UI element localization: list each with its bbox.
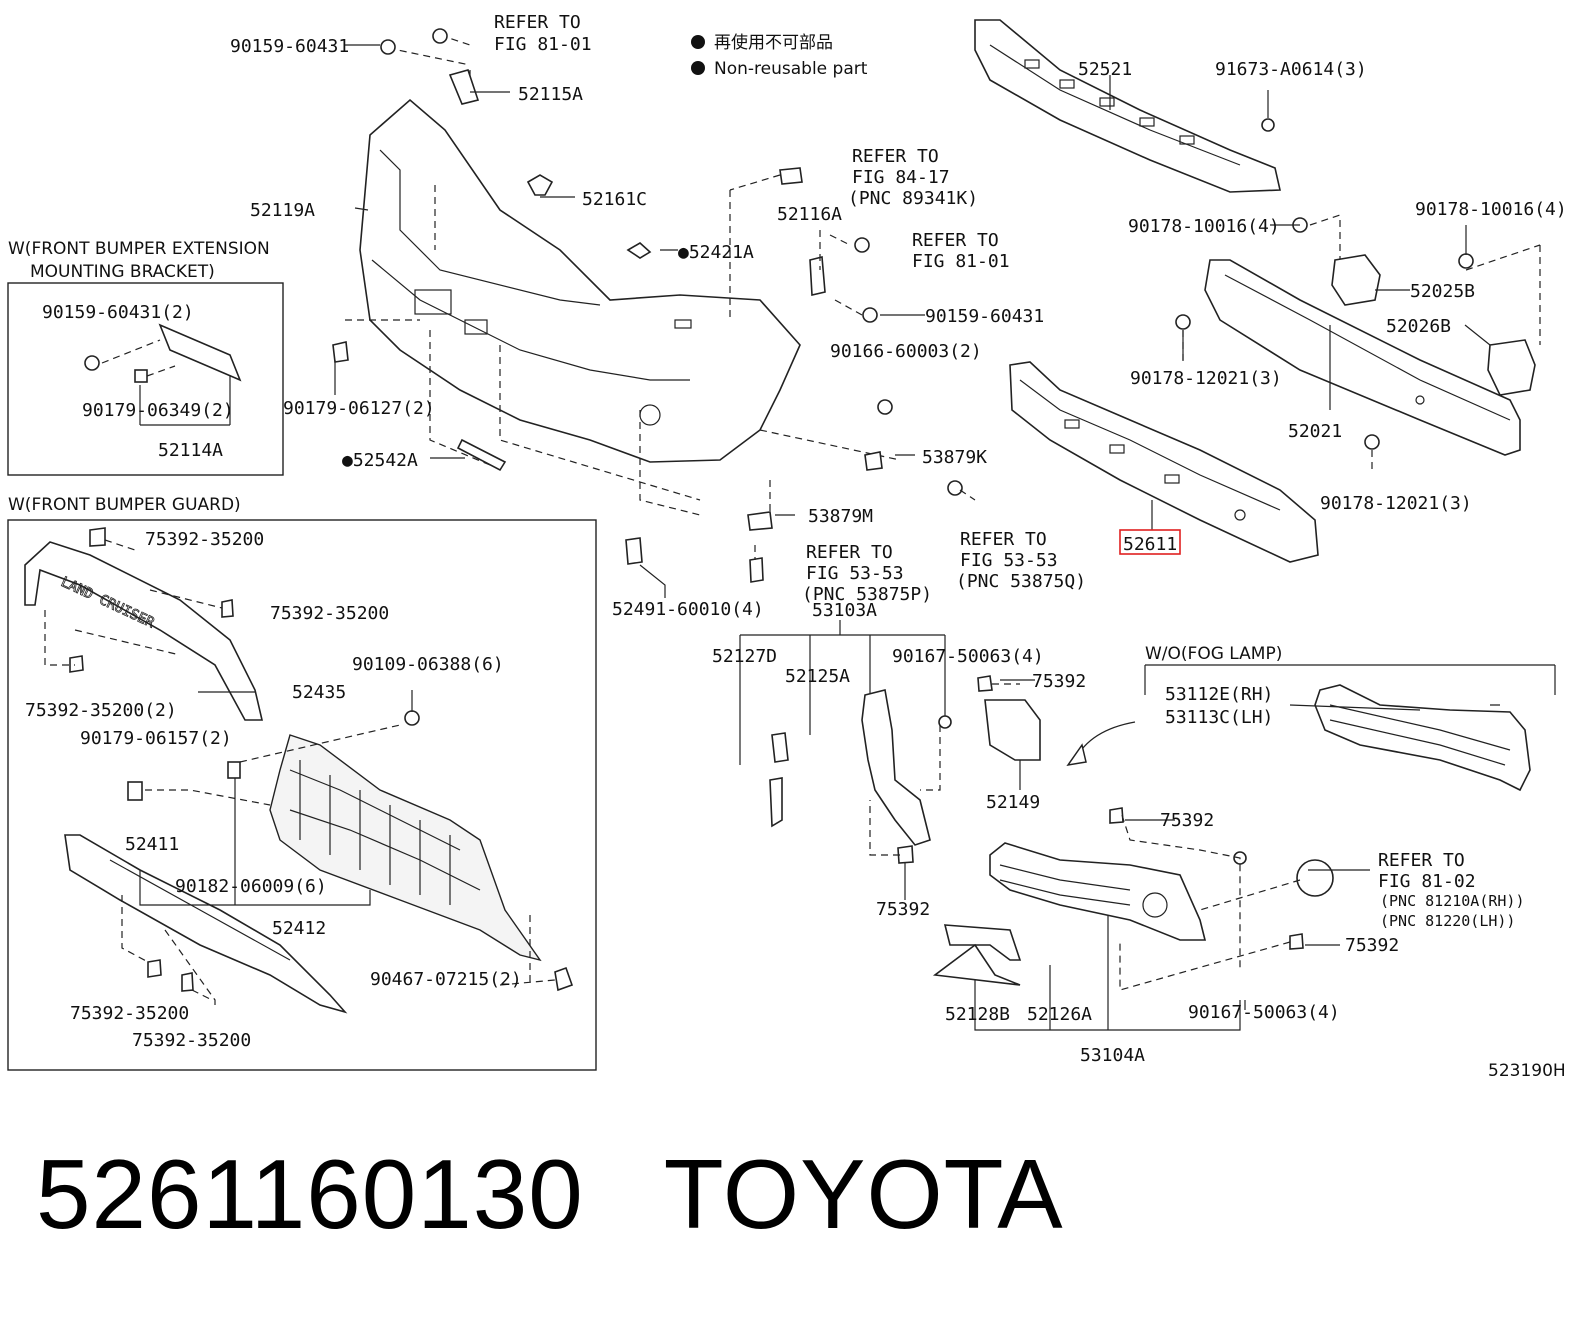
label-52125a: 52125A xyxy=(785,666,850,687)
guard-frame-part xyxy=(269,734,542,962)
label-75392-b: 75392 xyxy=(876,899,930,920)
bumper-guard-box xyxy=(7,519,597,1071)
label-52115a: 52115A xyxy=(518,84,583,105)
energy-absorber-part xyxy=(1009,361,1319,563)
label-90467-07215: 90467-07215(2) xyxy=(370,969,522,990)
label-75392-35200-e: 75392-35200 xyxy=(132,1030,251,1051)
label-52127d: 52127D xyxy=(712,646,777,667)
footer-caption: 5261160130 TOYOTA xyxy=(36,1138,1064,1251)
label-53112e: 53112E(RH) xyxy=(1165,684,1273,705)
label-90167-50063-a: 90167-50063(4) xyxy=(892,646,1044,667)
label-53879m: 53879M xyxy=(808,506,873,527)
label-90166-60003: 90166-60003(2) xyxy=(830,341,982,362)
bracket-part xyxy=(1331,254,1536,396)
label-90159-60431-top: 90159-60431 xyxy=(230,36,349,57)
label-90178-10016-a: 90178-10016(4) xyxy=(1128,216,1280,237)
arrow-head-icon xyxy=(1066,743,1087,767)
bumper-cover-part xyxy=(359,98,801,463)
label-90167-50063-b: 90167-50063(4) xyxy=(1188,1002,1340,1023)
label-53103a: 53103A xyxy=(812,600,877,621)
label-pnc-81210a: (PNC 81210A(RH)) xyxy=(1380,892,1525,910)
label-52025b: 52025B xyxy=(1410,281,1475,302)
label-53104a: 53104A xyxy=(1080,1045,1145,1066)
diagram-code: 523190H xyxy=(1488,1061,1566,1081)
side-cover-part xyxy=(769,732,789,828)
side-grille-part xyxy=(861,689,931,846)
label-75392-a: 75392 xyxy=(1032,671,1086,692)
label-90182-06009: 90182-06009(6) xyxy=(175,876,327,897)
label-wo-fog-lamp: W/O(FOG LAMP) xyxy=(1145,644,1282,664)
label-52542a: ●52542A xyxy=(342,450,418,471)
garnish-part xyxy=(932,924,1022,986)
lower-grille-part xyxy=(1314,684,1531,792)
label-52611: 52611 xyxy=(1123,534,1177,555)
legend-jp: 再使用不可部品 xyxy=(714,32,833,53)
guard-molding-part xyxy=(24,541,264,721)
label-90179-06157: 90179-06157(2) xyxy=(80,728,232,749)
highlight-box-52611 xyxy=(1119,529,1181,555)
label-75392-c: 75392 xyxy=(1160,810,1214,831)
brand-name: TOYOTA xyxy=(663,1139,1064,1249)
reinforcement-bar-part xyxy=(1204,259,1521,456)
label-52421a: ●52421A xyxy=(678,242,754,263)
part-number: 5261160130 xyxy=(36,1139,584,1249)
label-90178-12021-a: 90178-12021(3) xyxy=(1130,368,1282,389)
label-pnc-81220: (PNC 81220(LH)) xyxy=(1380,912,1515,930)
label-52435: 52435 xyxy=(292,682,346,703)
label-52114a: 52114A xyxy=(158,440,223,461)
label-52412: 52412 xyxy=(272,918,326,939)
label-90109-06388: 90109-06388(6) xyxy=(352,654,504,675)
extension-bracket-box xyxy=(7,282,284,476)
label-75392-35200-c: 75392-35200(2) xyxy=(25,700,177,721)
label-52116a: 52116A xyxy=(777,204,842,225)
label-52126a: 52126A xyxy=(1027,1004,1092,1025)
label-52411: 52411 xyxy=(125,834,179,855)
label-bumper-guard: W(FRONT BUMPER GUARD) xyxy=(8,495,241,515)
label-75392-35200-b: 75392-35200 xyxy=(270,603,389,624)
label-90179-06349: 90179-06349(2) xyxy=(82,400,234,421)
label-53113c: 53113C(LH) xyxy=(1165,707,1273,728)
fog-lamp-part xyxy=(1296,859,1334,897)
legend-dot-icon xyxy=(691,35,705,49)
label-75392-35200-a: 75392-35200 xyxy=(145,529,264,550)
label-90178-10016-b: 90178-10016(4) xyxy=(1415,199,1567,220)
upper-retainer-part xyxy=(974,19,1281,193)
label-52149: 52149 xyxy=(986,792,1040,813)
label-90159-60431-mid: 90159-60431 xyxy=(925,306,1044,327)
label-52128b: 52128B xyxy=(945,1004,1010,1025)
legend-en: Non-reusable part xyxy=(714,59,868,79)
label-90178-12021-b: 90178-12021(3) xyxy=(1320,493,1472,514)
label-90159-60431-2: 90159-60431(2) xyxy=(42,302,194,323)
label-91673-a0614: 91673-A0614(3) xyxy=(1215,59,1367,80)
legend-dot-icon xyxy=(691,61,705,75)
label-75392-35200-d: 75392-35200 xyxy=(70,1003,189,1024)
label-53879k: 53879K xyxy=(922,447,987,468)
fog-cover-part xyxy=(984,699,1041,761)
label-52021: 52021 xyxy=(1288,421,1342,442)
label-52521: 52521 xyxy=(1078,59,1132,80)
label-52026b: 52026B xyxy=(1386,316,1451,337)
fog-grille-part xyxy=(989,842,1207,941)
label-90179-06127: 90179-06127(2) xyxy=(283,398,435,419)
label-52119a: 52119A xyxy=(250,200,315,221)
clip-part xyxy=(332,28,963,583)
label-52491-60010: 52491-60010(4) xyxy=(612,599,764,620)
label-75392-d: 75392 xyxy=(1345,935,1399,956)
parts-diagram: 再使用不可部品 Non-reusable part xyxy=(7,12,1567,1081)
label-52161c: 52161C xyxy=(582,189,647,210)
